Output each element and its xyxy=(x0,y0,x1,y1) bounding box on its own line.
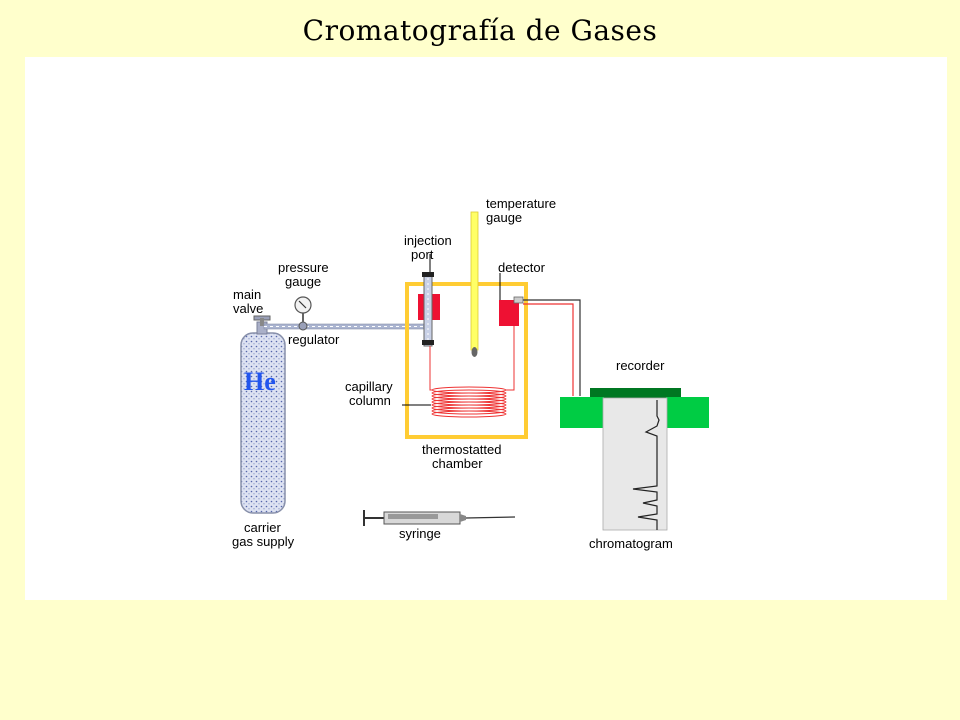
column-outlet-line xyxy=(506,326,515,391)
cylinder-gas-label: He xyxy=(244,367,276,396)
recorder-left-roller xyxy=(560,397,604,428)
chromatogram-trace xyxy=(632,400,660,530)
pressure-gauge xyxy=(294,296,312,314)
leader-lines xyxy=(402,254,501,406)
syringe xyxy=(363,510,516,526)
temperature-gauge-bulb xyxy=(471,347,478,357)
main-valve-stem xyxy=(260,318,264,326)
label-thermostatted-chamber: thermostatted chamber xyxy=(422,442,505,471)
pressure-gauge-needle xyxy=(298,300,307,309)
cylinder-body xyxy=(240,332,286,514)
chromatogram-paper xyxy=(602,397,668,531)
label-detector: detector xyxy=(498,260,546,275)
injection-port xyxy=(418,272,440,347)
regulator xyxy=(298,313,308,331)
label-regulator: regulator xyxy=(288,332,340,347)
recorder-top-bar xyxy=(590,388,681,398)
injection-port-tube xyxy=(423,275,433,347)
capillary-column xyxy=(429,326,515,418)
temperature-gauge-stem xyxy=(470,211,479,351)
label-capillary-column: capillary column xyxy=(345,379,396,408)
injection-port-cap-top xyxy=(422,272,434,277)
label-carrier-gas-supply: carrier gas supply xyxy=(232,520,295,549)
slide-panel xyxy=(25,57,947,600)
label-chromatogram: chromatogram xyxy=(589,536,673,551)
gas-cylinder: He xyxy=(240,321,286,514)
main-valve xyxy=(253,315,271,326)
label-injection-port: injection port xyxy=(404,233,455,262)
detector-outlet xyxy=(513,296,524,304)
label-main-valve: main valve xyxy=(233,287,265,316)
recorder-right-roller xyxy=(666,397,709,428)
syringe-tip xyxy=(460,514,466,522)
column-inlet-line xyxy=(429,346,432,391)
slide-title: Cromatografía de Gases xyxy=(302,14,658,47)
thermostatted-chamber xyxy=(405,282,528,439)
syringe-needle xyxy=(465,516,516,519)
label-recorder: recorder xyxy=(616,358,665,373)
injection-port-cap-bottom xyxy=(422,340,434,345)
label-pressure-gauge: pressure gauge xyxy=(278,260,332,289)
label-temperature-gauge: temperature gauge xyxy=(486,196,560,225)
recorder xyxy=(560,388,709,531)
detector xyxy=(499,296,524,326)
regulator-knob xyxy=(298,321,308,331)
temperature-gauge xyxy=(470,211,479,357)
detector-block xyxy=(499,300,519,326)
label-syringe: syringe xyxy=(399,526,441,541)
detector-signal-lines xyxy=(523,299,581,396)
syringe-liquid xyxy=(388,514,438,519)
